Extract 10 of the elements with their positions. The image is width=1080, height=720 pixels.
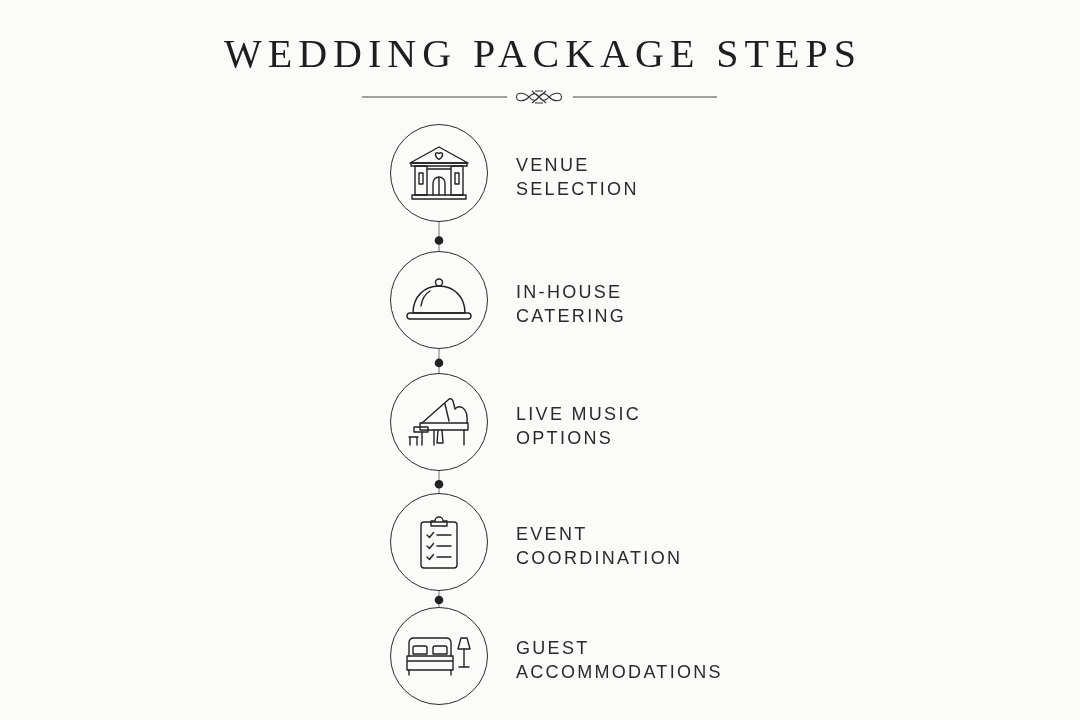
connector-line: [438, 348, 440, 374]
connector-line: [438, 221, 440, 252]
connector-line: [438, 590, 440, 608]
step-label: VENUE SELECTION: [516, 154, 640, 201]
step-label: LIVE MUSIC OPTIONS: [516, 403, 643, 450]
connector-line: [438, 470, 440, 494]
step-label: IN-HOUSE CATERING: [516, 281, 628, 328]
step-label: EVENT COORDINATION: [516, 523, 684, 570]
step-label: GUEST ACCOMMODATIONS: [516, 637, 724, 684]
title: WEDDING PACKAGE STEPS: [224, 32, 862, 76]
